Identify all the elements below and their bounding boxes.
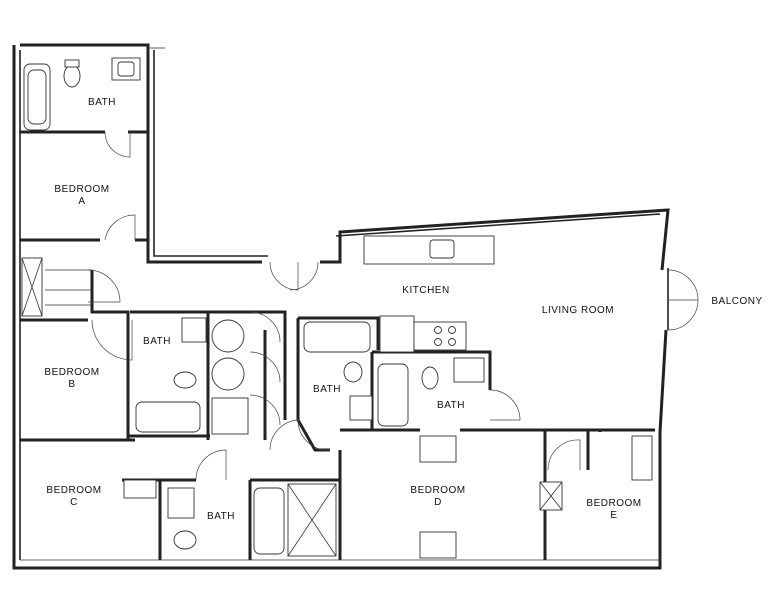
sink-icon [181,317,207,343]
sink-icon [167,487,195,519]
bathtub-icon [253,487,285,555]
label-living-room: LIVING ROOM [541,305,615,316]
balcony-door [667,268,699,331]
label-bath-a: BATH [88,97,116,108]
label-bedroom-b: BEDROOM B [44,367,100,390]
interior-walls [20,130,655,560]
toilet-icon [343,361,363,383]
closet-icon [123,479,157,499]
bathtub-icon [377,363,409,427]
label-bath-right: BATH [437,400,465,411]
toilet-icon [173,530,197,550]
sink-icon [349,395,373,421]
label-bedroom-e: BEDROOM E [586,498,642,521]
washer-icon [211,319,245,353]
closet-shelf [419,435,457,463]
label-kitchen: KITCHEN [402,285,450,296]
label-bedroom-c: BEDROOM C [46,485,102,508]
closet-shelf [631,435,653,481]
closet-shelf [419,531,457,559]
label-bedroom-d: BEDROOM D [410,485,466,508]
exterior-walls [12,43,670,570]
label-bath-b: BATH [143,336,171,347]
toilet-icon [421,366,439,390]
label-balcony: BALCONY [711,296,763,307]
label-bedroom-a: BEDROOM A [54,184,110,207]
refrigerator-icon [379,315,415,353]
toilet-icon [63,64,81,88]
dryer-icon [211,357,245,391]
label-bath-c: BATH [207,511,235,522]
water-heater-icon [211,397,249,435]
door-swings [87,131,581,481]
bathtub-icon [135,401,201,433]
sink-icon [453,357,485,383]
bathtub-icon [303,321,371,353]
label-bath-center: BATH [313,384,341,395]
kitchen-counter [363,235,495,265]
sink-icon [429,239,455,259]
fixtures [21,57,653,559]
toilet-icon [173,371,197,389]
range-icon [413,321,467,351]
